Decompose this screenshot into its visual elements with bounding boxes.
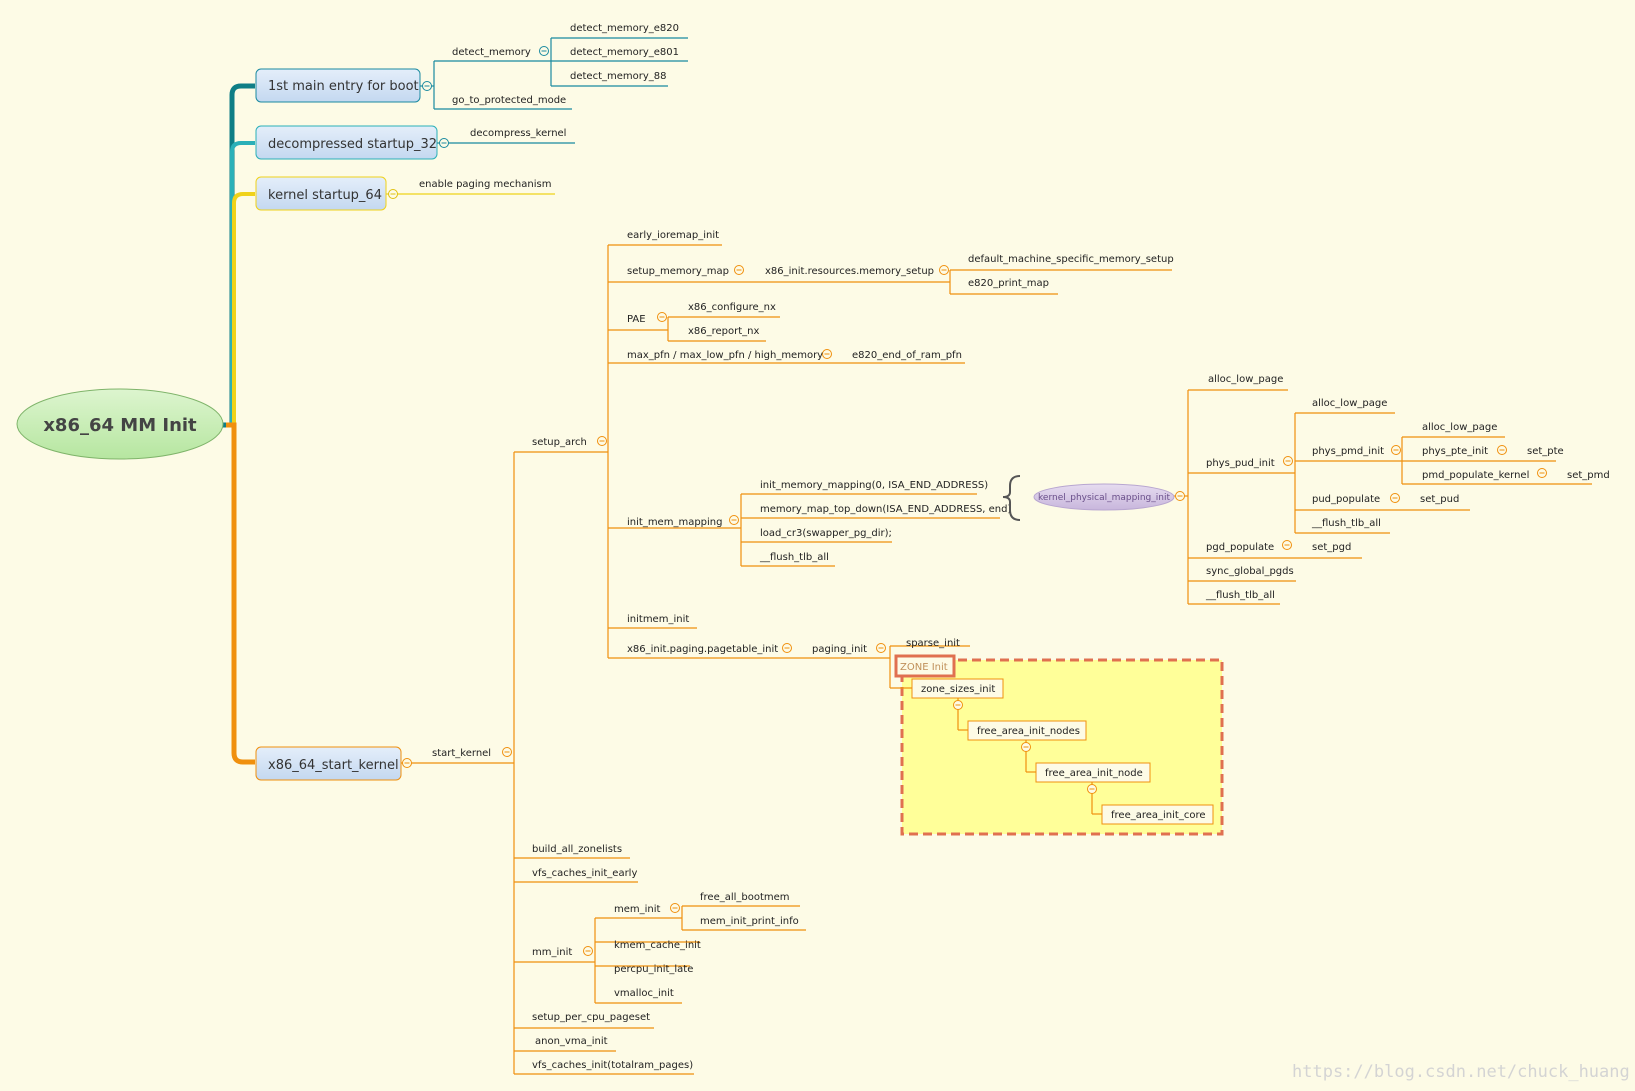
node-pud-populate[interactable]: pud_populate bbox=[1312, 494, 1380, 505]
node-mm-init[interactable]: mm_init bbox=[532, 947, 572, 958]
stage-label-decompressed: decompressed startup_32 bbox=[268, 137, 437, 152]
root-label: x86_64 MM Init bbox=[43, 415, 197, 436]
node-start-kernel[interactable]: start_kernel bbox=[432, 748, 491, 759]
node-set-pmd[interactable]: set_pmd bbox=[1567, 470, 1610, 481]
node-percpu-init-late[interactable]: percpu_init_late bbox=[614, 964, 693, 975]
node-setup-memory-map[interactable]: setup_memory_map bbox=[627, 266, 729, 277]
node-set-pgd[interactable]: set_pgd bbox=[1312, 542, 1351, 553]
stage-label-startkernel: x86_64_start_kernel bbox=[268, 758, 399, 773]
node-free-area-init-core: free_area_init_core bbox=[1111, 810, 1206, 821]
node-build-all-zonelists[interactable]: build_all_zonelists bbox=[532, 844, 622, 855]
node-paging-init[interactable]: paging_init bbox=[812, 644, 867, 655]
node-pud-alloc-low-page[interactable]: alloc_low_page bbox=[1312, 398, 1387, 409]
node-detect-memory-e801[interactable]: detect_memory_e801 bbox=[570, 47, 679, 58]
node-pagetable-init[interactable]: x86_init.paging.pagetable_init bbox=[627, 644, 778, 655]
node-kmem-cache-init[interactable]: kmem_cache_init bbox=[614, 940, 701, 951]
kernel-physical-mapping-node[interactable] bbox=[1033, 483, 1175, 511]
node-pmd-alloc-low-page[interactable]: alloc_low_page bbox=[1422, 422, 1497, 433]
free-area-init-nodes-box[interactable] bbox=[967, 720, 1087, 741]
node-load-cr3[interactable]: load_cr3(swapper_pg_dir); bbox=[760, 528, 892, 539]
node-init-memory-mapping[interactable]: init_memory_mapping(0, ISA_END_ADDRESS) bbox=[760, 480, 988, 491]
node-alloc-low-page[interactable]: alloc_low_page bbox=[1208, 374, 1283, 385]
node-flush-tlb-all[interactable]: __flush_tlb_all bbox=[1205, 590, 1275, 601]
node-phys-pte-init[interactable]: phys_pte_init bbox=[1422, 446, 1488, 457]
node-phys-pud-init[interactable]: phys_pud_init bbox=[1206, 458, 1275, 469]
node-vfs-caches-init-early[interactable]: vfs_caches_init_early bbox=[532, 868, 637, 879]
node-x86-report-nx[interactable]: x86_report_nx bbox=[688, 326, 760, 337]
watermark: https://blog.csdn.net/chuck_huang bbox=[1292, 1062, 1630, 1082]
node-setup-per-cpu-pageset[interactable]: setup_per_cpu_pageset bbox=[532, 1012, 650, 1023]
free-area-init-node-box[interactable] bbox=[1035, 762, 1151, 783]
node-set-pud[interactable]: set_pud bbox=[1420, 494, 1459, 505]
node-set-pte[interactable]: set_pte bbox=[1527, 446, 1564, 457]
node-memory-map-top-down[interactable]: memory_map_top_down(ISA_END_ADDRESS, end… bbox=[760, 504, 1011, 515]
node-default-machine-memory-setup[interactable]: default_machine_specific_memory_setup bbox=[968, 254, 1174, 265]
node-free-all-bootmem[interactable]: free_all_bootmem bbox=[700, 892, 790, 903]
node-anon-vma-init[interactable]: anon_vma_init bbox=[535, 1036, 608, 1047]
node-mem-init[interactable]: mem_init bbox=[614, 904, 661, 915]
zone-sizes-init-box[interactable] bbox=[911, 678, 1004, 699]
node-setup-arch[interactable]: setup_arch bbox=[532, 437, 587, 448]
node-zone-sizes-init: zone_sizes_init bbox=[921, 684, 995, 695]
node-free-area-init-node: free_area_init_node bbox=[1045, 768, 1143, 779]
node-decompress-kernel[interactable]: decompress_kernel bbox=[470, 128, 566, 139]
stage-label-kernel64: kernel startup_64 bbox=[268, 188, 382, 203]
node-memory-setup[interactable]: x86_init.resources.memory_setup bbox=[765, 266, 934, 277]
node-free-area-init-nodes: free_area_init_nodes bbox=[977, 726, 1080, 737]
node-init-mem-flush-tlb-all[interactable]: __flush_tlb_all bbox=[759, 552, 829, 563]
trunk-branches bbox=[222, 83, 255, 765]
node-sync-global-pgds[interactable]: sync_global_pgds bbox=[1206, 566, 1294, 577]
node-e820-end-of-ram-pfn[interactable]: e820_end_of_ram_pfn bbox=[852, 350, 962, 361]
root-node[interactable] bbox=[16, 388, 224, 460]
start-kernel-lines bbox=[401, 244, 1592, 1075]
node-go-to-protected-mode[interactable]: go_to_protected_mode bbox=[452, 95, 566, 106]
node-vfs-caches-init[interactable]: vfs_caches_init(totalram_pages) bbox=[532, 1060, 693, 1071]
node-mem-init-print-info[interactable]: mem_init_print_info bbox=[700, 916, 799, 927]
boot-subtree bbox=[420, 37, 688, 144]
node-pmd-populate-kernel[interactable]: pmd_populate_kernel bbox=[1422, 470, 1529, 481]
node-x86-configure-nx[interactable]: x86_configure_nx bbox=[688, 302, 776, 313]
node-pud-flush-tlb-all[interactable]: __flush_tlb_all bbox=[1311, 518, 1381, 529]
node-detect-memory-88[interactable]: detect_memory_88 bbox=[570, 71, 667, 82]
node-e820-print-map[interactable]: e820_print_map bbox=[968, 278, 1049, 289]
node-phys-pmd-init[interactable]: phys_pmd_init bbox=[1312, 446, 1384, 457]
node-vmalloc-init[interactable]: vmalloc_init bbox=[614, 988, 674, 999]
node-pae[interactable]: PAE bbox=[627, 314, 646, 325]
node-enable-paging[interactable]: enable paging mechanism bbox=[419, 179, 551, 190]
node-init-mem-mapping[interactable]: init_mem_mapping bbox=[627, 517, 722, 528]
node-early-ioremap-init[interactable]: early_ioremap_init bbox=[627, 230, 719, 241]
boot-collapse-icons[interactable] bbox=[422, 46, 549, 148]
node-max-pfn[interactable]: max_pfn / max_low_pfn / high_memory bbox=[627, 350, 823, 361]
node-initmem-init[interactable]: initmem_init bbox=[627, 614, 689, 625]
node-detect-memory-e820[interactable]: detect_memory_e820 bbox=[570, 23, 679, 34]
stage-label-boot: 1st main entry for boot bbox=[268, 79, 419, 94]
zone-init-label: ZONE Init bbox=[900, 662, 948, 673]
node-detect-memory[interactable]: detect_memory bbox=[452, 47, 531, 58]
zone-init-label-box[interactable] bbox=[894, 654, 956, 678]
node-pgd-populate[interactable]: pgd_populate bbox=[1206, 542, 1274, 553]
free-area-init-core-box[interactable] bbox=[1101, 804, 1214, 825]
brace-icon bbox=[1002, 475, 1021, 521]
kernel-physical-mapping-label: kernel_physical_mapping_init bbox=[1038, 493, 1170, 503]
node-sparse-init[interactable]: sparse_init bbox=[906, 638, 960, 649]
